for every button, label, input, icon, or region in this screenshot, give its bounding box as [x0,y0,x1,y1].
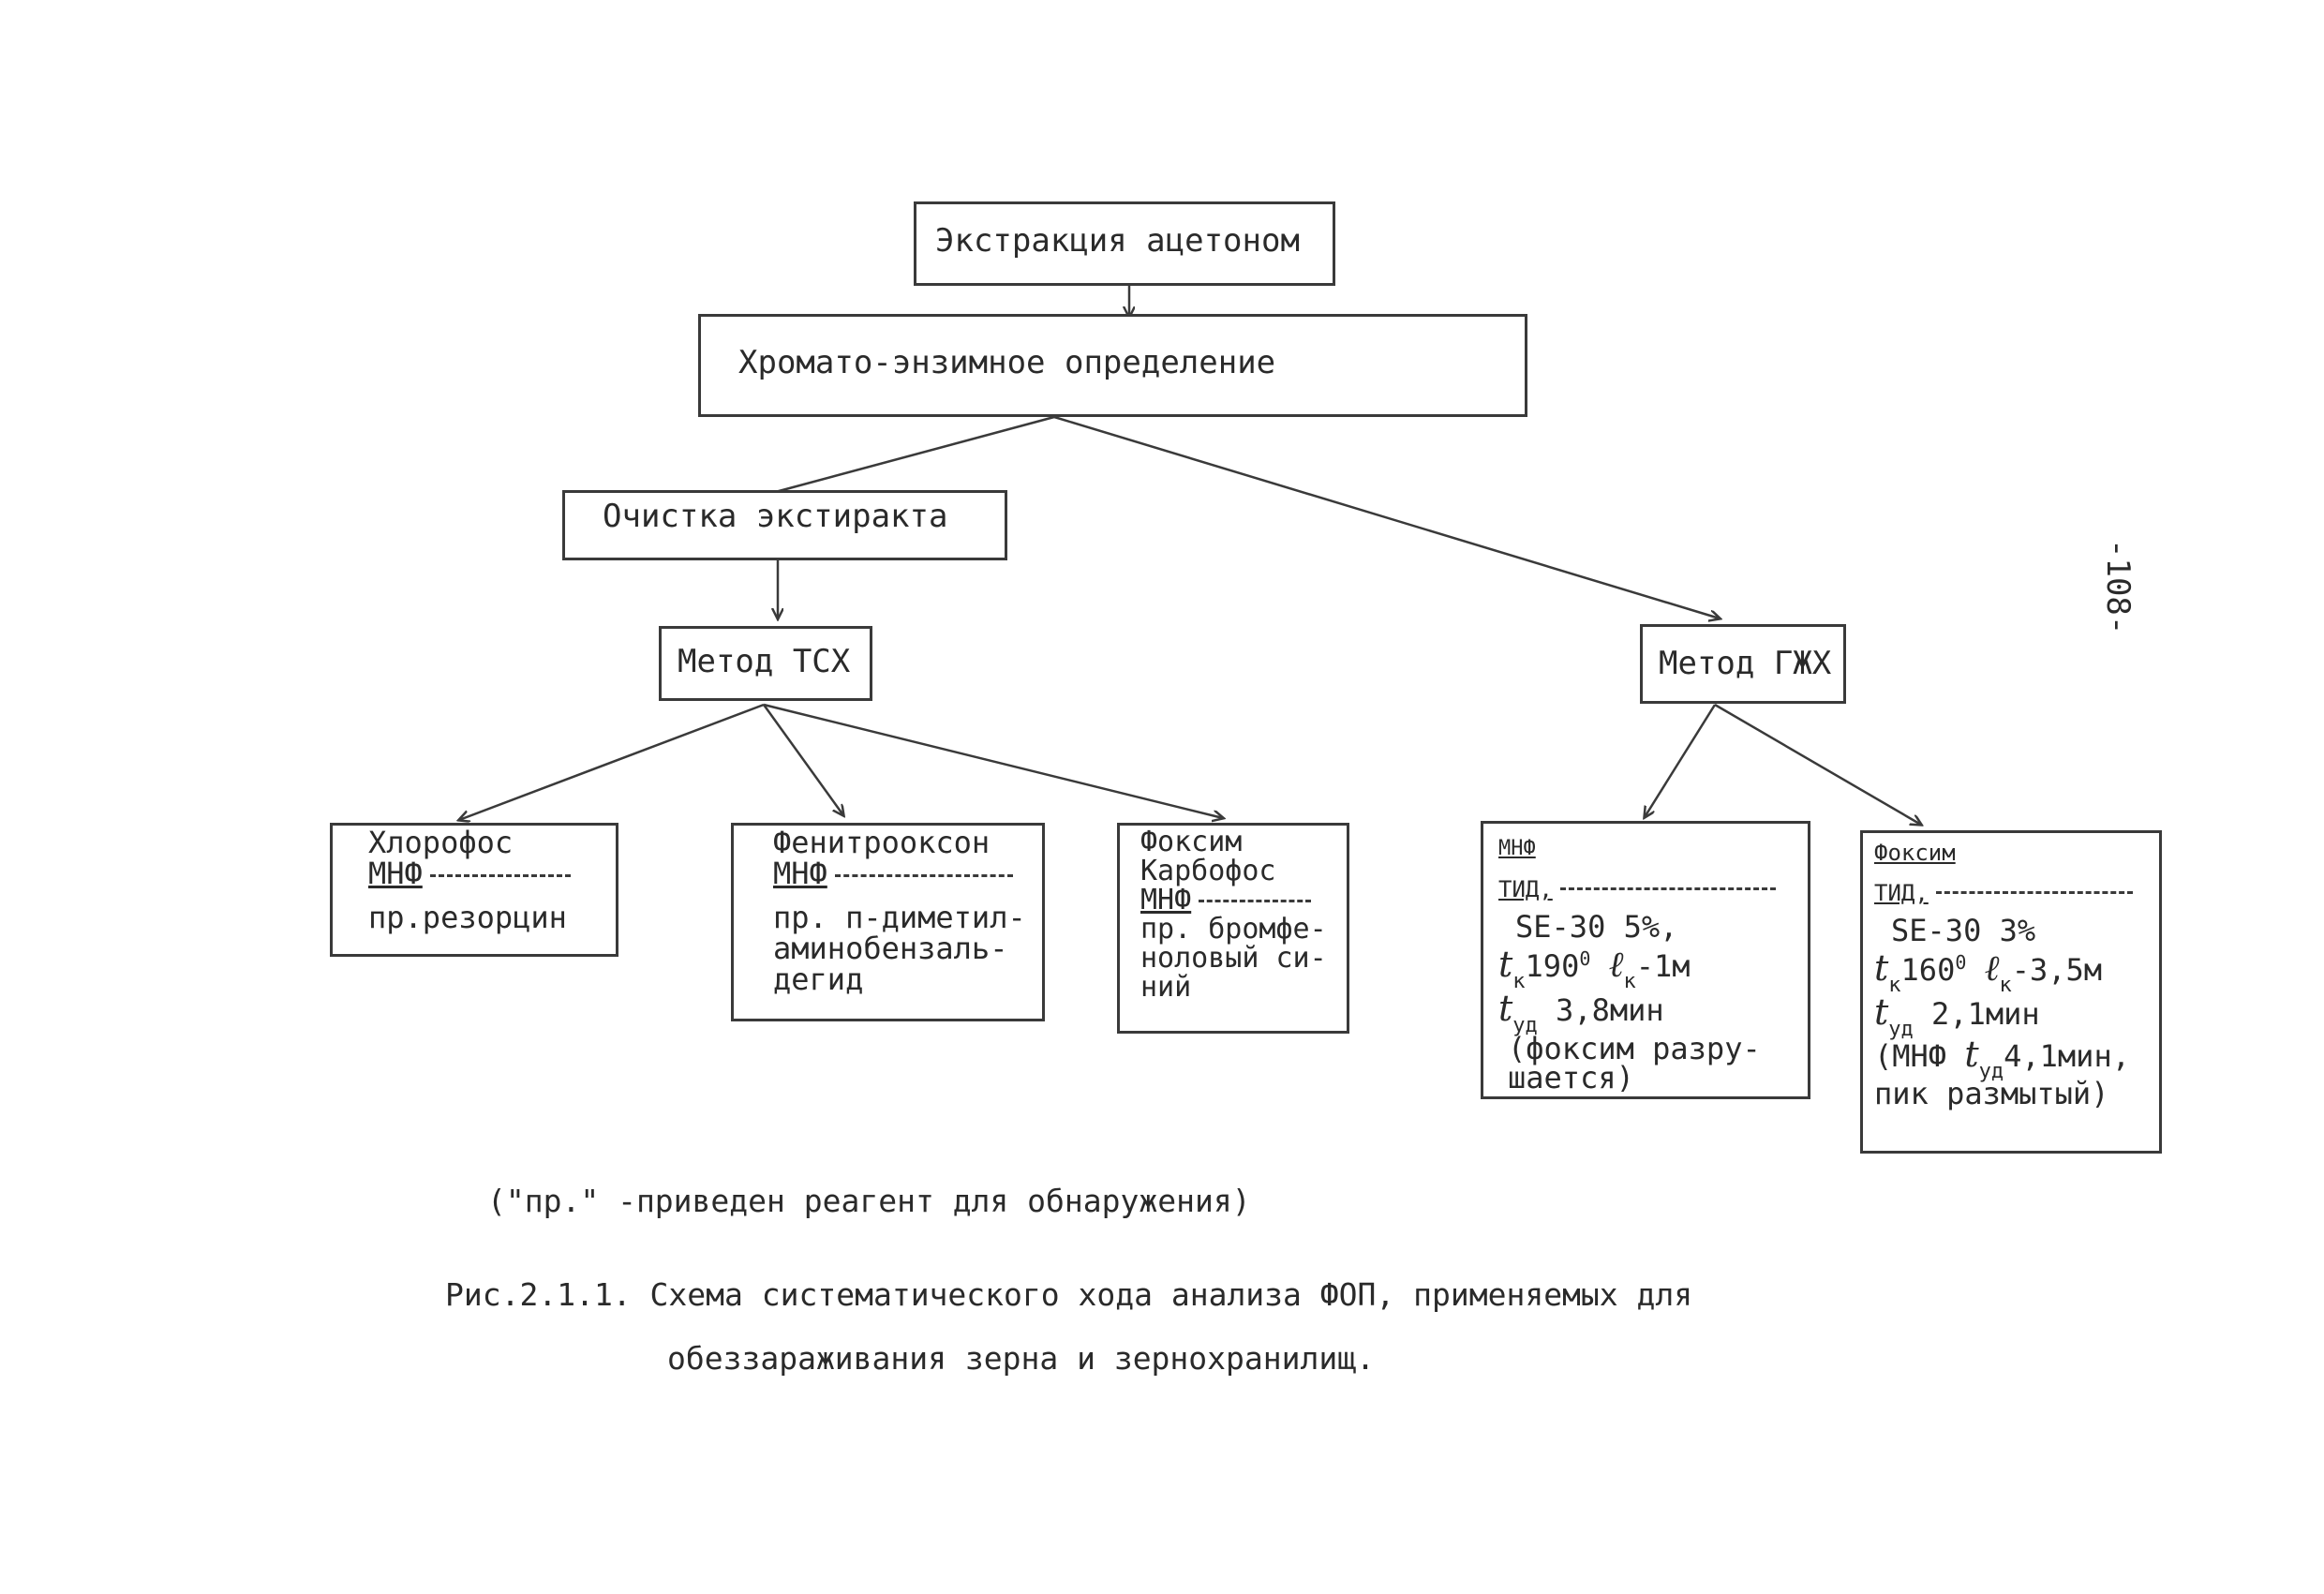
glc1-lk: -1м [1635,948,1691,984]
t-symbol: t [1874,947,1889,989]
chlorofos-name: Хлорофос [368,825,514,860]
t-symbol: t [1498,988,1513,1029]
glc2-note-2: пик размытый) [1874,1076,2109,1111]
tlc-label: Метод ТСХ [678,643,851,680]
l-symbol: ℓ [1984,947,2000,989]
fenitrooxon-reagent-2: аминобензаль- [773,931,1008,966]
dashed-separator [429,873,571,877]
glc1-note-2: шается) [1508,1060,1634,1095]
t-symbol: t [1874,991,1889,1033]
glc2-phase: SE-30 3% [1891,913,2036,948]
glc1-tid: ТИД, [1498,876,1553,902]
fenitrooxon-reagent-1: пр. п-диметил- [773,900,1026,935]
edge-tlc-fenitrooxon [762,704,843,815]
dashed-separator [834,873,1013,877]
fenitrooxon-name: Фенитрооксон [773,825,991,860]
phoxim-reagent-2: ноловый си- [1140,942,1327,975]
dashed-separator [1199,900,1312,902]
edge-tlc-chlorofos [459,703,765,820]
glc-result-box-1: МНФ ТИД, SE-30 5%, tк1900 ℓк-1м tуд 3,8м… [1481,821,1810,1099]
figure-caption-line-2: обеззараживания зерна и зернохранилищ. [667,1340,1375,1377]
page-number: -108- [2099,539,2137,635]
phoxim-reagent-1: пр. бромфе- [1140,913,1327,946]
chromato-box: Хромато-энзимное определение [698,314,1527,417]
cleanup-box: Очистка экстиракта [562,490,1007,560]
dashed-separator [1935,890,2133,894]
glc2-tud: 2,1мин [1931,996,2040,1032]
t-symbol: t [1498,944,1513,985]
glc-label: Метод ГЖХ [1659,645,1832,682]
tlc-box: Метод ТСХ [659,626,872,701]
glc1-tud: 3,8мин [1556,992,1664,1028]
glc1-phase: SE-30 5%, [1515,909,1678,945]
l-symbol: ℓ [1608,944,1624,985]
glc1-note-1: (фоксим разру- [1508,1031,1761,1066]
phoxim-mnf: МНФ [1140,884,1192,916]
chromato-label: Хромато-энзимное определение [738,344,1276,381]
glc2-lk: -3,5м [2011,952,2103,988]
phoxim-reagent-3: ний [1140,971,1192,1004]
figure-caption-line-1: Рис.2.1.1. Схема систематического хода а… [445,1276,1693,1313]
chlorofos-mnf: МНФ [368,856,423,891]
glc2-tid: ТИД, [1874,880,1929,906]
edge-tlc-phoxim [763,703,1223,818]
edge-chromato-cleanup [767,415,1055,496]
phoxim-name: Фоксим [1140,826,1243,858]
extraction-box: Экстракция ацетоном [914,201,1335,286]
glc2-tk: 160 [1900,952,1956,988]
phoxim-box: Фоксим Карбофос МНФ пр. бромфе- ноловый … [1117,823,1349,1034]
karbofos-name: Карбофос [1140,855,1276,887]
glc2-name: Фоксим [1874,840,1956,866]
fenitrooxon-mnf: МНФ [773,856,827,891]
glc2-note-tud: 4,1мин, [2004,1038,2130,1074]
chlorofos-box: Хлорофос МНФ пр.резорцин [330,823,618,957]
glc-result-box-2: Фоксим ТИД, SE-30 3% tк1600 ℓк-3,5м tуд … [1860,830,2162,1154]
glc1-mnf: МНФ [1498,837,1536,860]
glc-box: Метод ГЖХ [1640,624,1846,704]
footnote: ("пр." -приведен реагент для обнаружения… [487,1183,1251,1219]
cleanup-label: Очистка экстиракта [603,498,948,535]
extraction-label: Экстракция ацетоном [935,222,1300,260]
fenitrooxon-reagent-3: дегид [773,961,864,997]
fenitrooxon-box: Фенитрооксон МНФ пр. п-диметил- аминобен… [731,823,1045,1021]
dashed-separator [1559,886,1776,890]
t-symbol: t [1964,1034,1979,1075]
glc2-note-mnf: (МНФ [1874,1038,1947,1074]
glc1-tk: 190 [1525,948,1580,984]
chlorofos-reagent: пр.резорцин [368,900,567,935]
edge-glc-box2 [1714,703,1921,825]
edge-glc-box1 [1645,704,1717,817]
edge-chromato-glc [1053,415,1720,618]
